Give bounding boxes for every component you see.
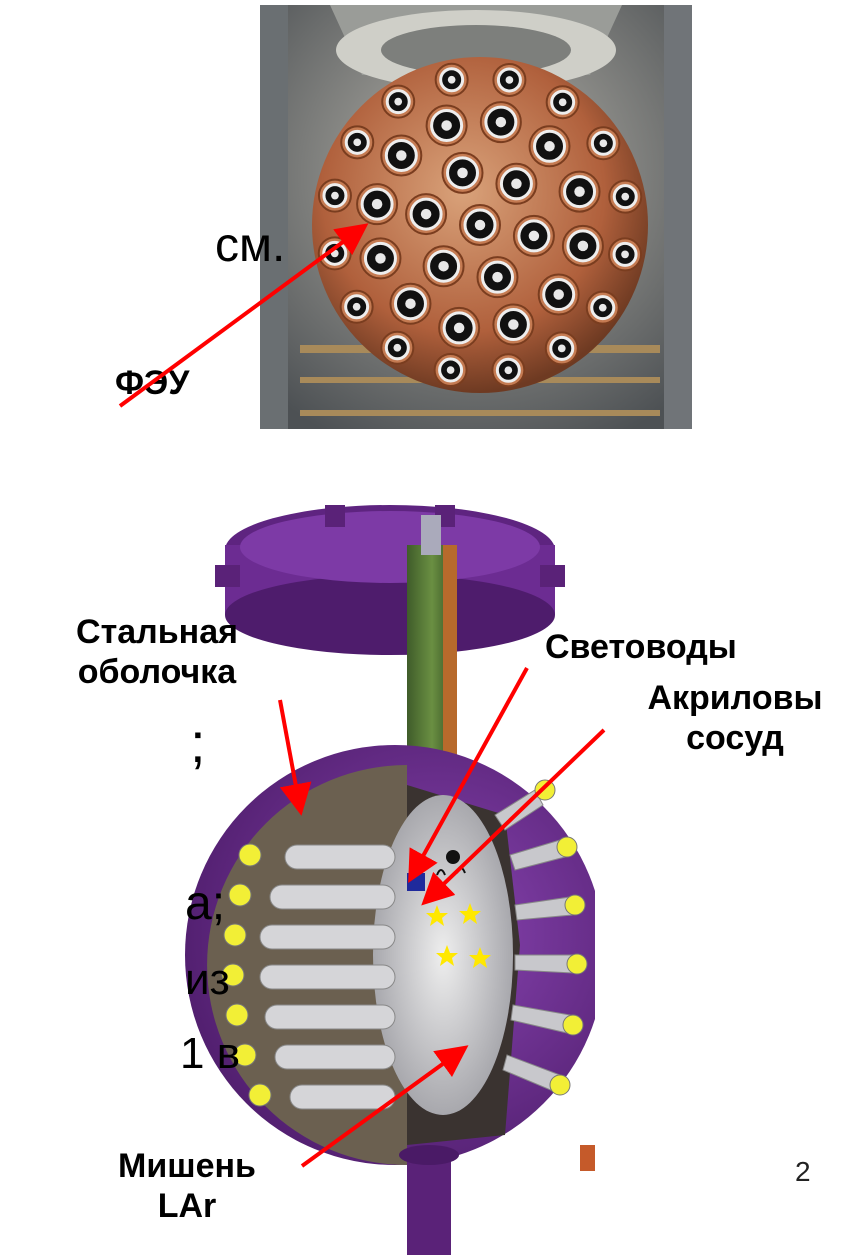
pmt-core (504, 366, 512, 374)
page-number: 2 (795, 1156, 811, 1188)
label-pmt: ФЭУ (115, 363, 189, 403)
pmt-core (511, 179, 522, 190)
label-steel-shell-line2: оболочка (52, 652, 262, 692)
pmt-core (331, 249, 339, 257)
pmt-core (375, 253, 386, 264)
pmt-core (454, 323, 465, 334)
label-target-line1: Мишень (92, 1146, 282, 1186)
label-target-lar: Мишень LAr (92, 1146, 282, 1226)
pmt-core (621, 193, 629, 201)
pmt-core (447, 366, 455, 374)
label-acrylic-line1: Акриловы (620, 678, 850, 718)
pmt-core (496, 117, 507, 128)
clipped-text-2: ; (190, 715, 206, 771)
pmt-core (394, 98, 402, 106)
label-acrylic-line2: сосуд (620, 718, 850, 758)
pmt-core (405, 298, 416, 309)
pmt-core (438, 261, 449, 272)
pmt-core (574, 186, 585, 197)
pmt-core (492, 272, 503, 283)
label-steel-shell-line1: Стальная (52, 612, 262, 652)
clipped-text-1: см. (215, 222, 285, 270)
pmt-core (372, 199, 383, 210)
pmt-core (553, 289, 564, 300)
pmt-core (396, 150, 407, 161)
clipped-text-5: 1 в (180, 1032, 240, 1076)
clipped-text-4: из (185, 958, 230, 1002)
pmt-core (508, 319, 518, 330)
label-target-line2: LAr (92, 1186, 282, 1226)
label-acrylic-vessel: Акриловы сосуд (620, 678, 850, 758)
clipped-text-3: а; (185, 880, 225, 928)
pmt-core (421, 209, 432, 220)
label-light-guides: Световоды (545, 627, 737, 667)
pmt-core (599, 304, 607, 312)
pmt-core (457, 168, 468, 179)
pmt-core (353, 303, 361, 311)
pmt-core (621, 251, 629, 259)
pmt-core (353, 138, 361, 146)
label-steel-shell: Стальная оболочка (52, 612, 262, 692)
pmt-core (544, 141, 555, 152)
pmt-core (441, 120, 452, 131)
pmt-core (559, 98, 567, 106)
pmt-core (331, 192, 339, 200)
pmt-core (529, 231, 540, 242)
pmt-array-photo (260, 5, 692, 429)
pmt-core (475, 220, 486, 231)
pmt-core (558, 345, 566, 353)
detector-cutaway-render (175, 485, 595, 1255)
pmt-core (393, 344, 401, 352)
pmt-core (448, 76, 456, 84)
pmt-core (506, 76, 514, 84)
pmt-core (578, 241, 589, 252)
pmt-core (600, 139, 608, 147)
